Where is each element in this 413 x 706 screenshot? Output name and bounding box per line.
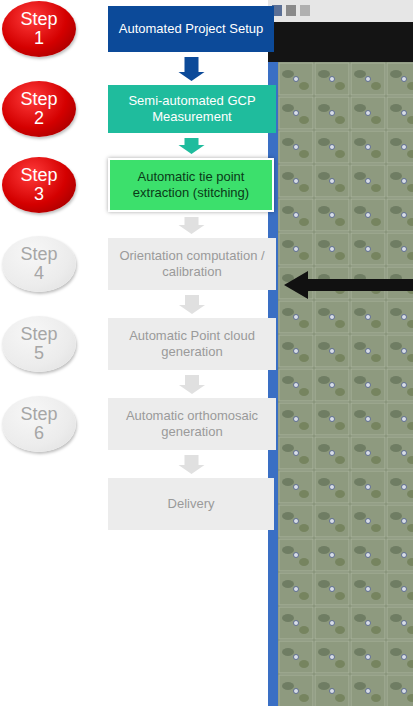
flow-arrow	[179, 455, 205, 474]
process-box-faded: Automatic orthomosaic generation	[108, 398, 276, 450]
screenshot-ground	[268, 0, 413, 706]
step-badge-faded: Step 5	[2, 316, 76, 372]
process-label: Automated Project Setup	[119, 21, 264, 37]
process-box-faded: Delivery	[108, 478, 274, 530]
step-badge: Step 3	[2, 157, 76, 213]
flow-arrow	[179, 138, 205, 154]
process-box: Automated Project Setup	[108, 6, 274, 52]
process-label: Automatic orthomosaic generation	[113, 408, 271, 439]
pointer-arrow	[284, 271, 413, 299]
toolbar	[268, 0, 413, 22]
flow-arrow	[179, 217, 205, 234]
step-badge-faded: Step 6	[2, 396, 76, 452]
process-label: Automatic Point cloud generation	[113, 328, 271, 359]
process-label: Orientation computation / calibration	[113, 248, 271, 279]
step-label: Step 3	[15, 166, 63, 204]
step-label: Step 5	[15, 325, 63, 363]
step-label: Step 4	[15, 245, 63, 283]
dark-panel	[268, 22, 413, 62]
step-badge-faded: Step 4	[2, 236, 76, 292]
process-box: Semi-automated GCP Measurement	[108, 85, 276, 133]
flow-arrow	[179, 295, 205, 314]
process-label: Automatic tie point extraction (stitchin…	[115, 169, 267, 200]
step-label: Step 6	[15, 405, 63, 443]
step-label: Step 1	[15, 10, 63, 48]
flow-arrow	[179, 57, 205, 81]
step-label: Step 2	[15, 90, 63, 128]
toolbar-icon	[286, 5, 296, 16]
process-box: Automatic tie point extraction (stitchin…	[108, 158, 274, 212]
toolbar-icon	[300, 5, 310, 16]
process-box-faded: Automatic Point cloud generation	[108, 318, 276, 370]
process-label: Delivery	[168, 496, 215, 512]
step-badge: Step 1	[2, 1, 76, 57]
process-box-faded: Orientation computation / calibration	[108, 238, 276, 290]
step-badge: Step 2	[2, 81, 76, 137]
flow-arrow	[179, 375, 205, 394]
image-tiles	[278, 62, 413, 706]
process-label: Semi-automated GCP Measurement	[113, 93, 271, 124]
